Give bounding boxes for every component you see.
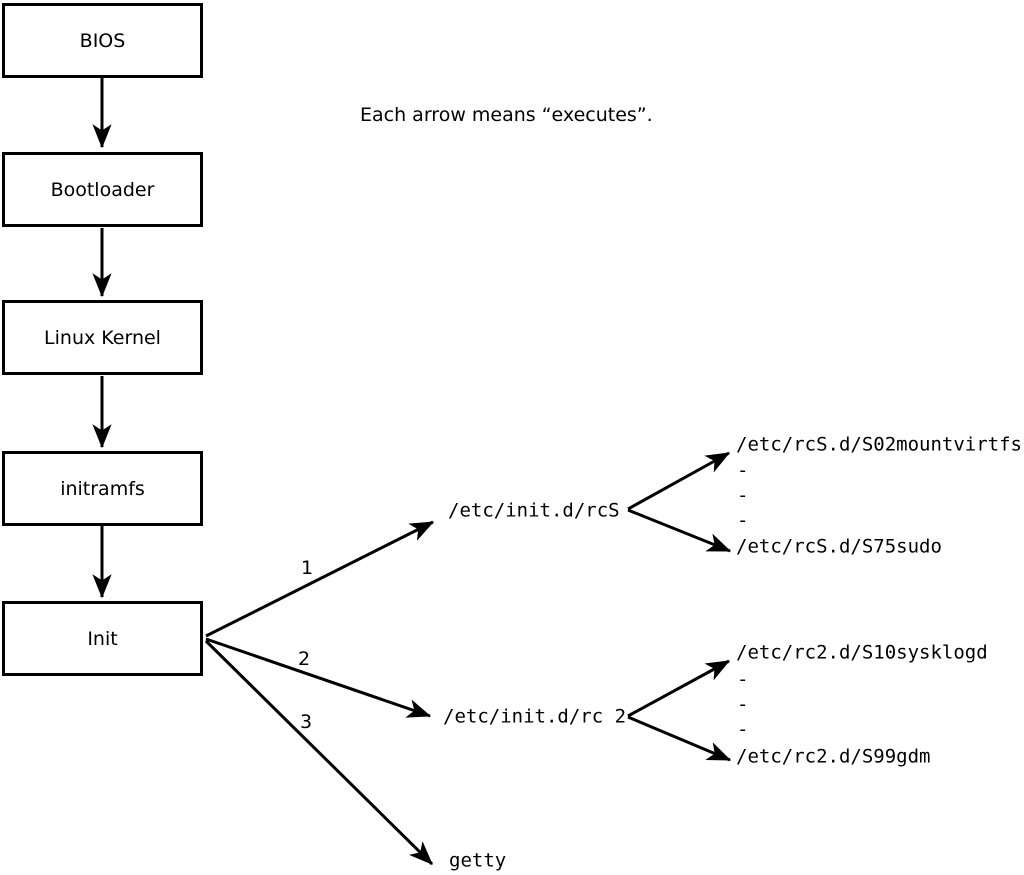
ellipsis-dash: - (737, 718, 749, 741)
node-rcS-d-s75sudo: /etc/rcS.d/S75sudo (736, 535, 942, 558)
node-initramfs: initramfs (2, 451, 203, 526)
node-rcS-d-s02mountvirtfs: /etc/rcS.d/S02mountvirtfs (736, 433, 1022, 456)
node-bootloader: Bootloader (2, 152, 203, 227)
ellipsis-dash: - (737, 484, 749, 507)
ellipsis-dash: - (737, 459, 749, 482)
arrow-label-1: 1 (300, 557, 314, 579)
node-rc2-d-s99gdm: /etc/rc2.d/S99gdm (736, 745, 931, 768)
legend-note: Each arrow means “executes”. (360, 104, 653, 126)
node-init: Init (2, 601, 203, 676)
node-bios-label: BIOS (79, 29, 126, 52)
node-etc-init-d-rc2: /etc/init.d/rc 2 (443, 705, 627, 728)
arrow-label-2: 2 (297, 648, 311, 670)
arrow-rcS-to-s02mountvirtfs (627, 451, 731, 511)
ellipsis-dash: - (737, 693, 749, 716)
arrow-init-to-getty (204, 639, 434, 866)
arrow-rcS-to-s75sudo (627, 508, 732, 553)
node-bootloader-label: Bootloader (50, 178, 155, 201)
arrow-init-to-rc2 (205, 637, 432, 718)
arrow-init-to-rcS (205, 520, 435, 638)
arrow-rc2-to-s99gdm (627, 715, 732, 762)
node-initramfs-label: initramfs (60, 477, 145, 500)
node-bios: BIOS (2, 3, 203, 78)
node-init-label: Init (87, 627, 118, 650)
ellipsis-dash: - (737, 509, 749, 532)
node-etc-init-d-rcS: /etc/init.d/rcS (448, 499, 620, 522)
arrow-label-3: 3 (299, 711, 313, 733)
node-getty: getty (449, 849, 507, 872)
node-linux-kernel: Linux Kernel (2, 300, 203, 375)
node-linux-kernel-label: Linux Kernel (44, 326, 161, 349)
arrow-rc2-to-s10sysklogd (627, 659, 731, 718)
ellipsis-dash: - (737, 668, 749, 691)
node-rc2-d-s10sysklogd: /etc/rc2.d/S10sysklogd (736, 641, 988, 664)
